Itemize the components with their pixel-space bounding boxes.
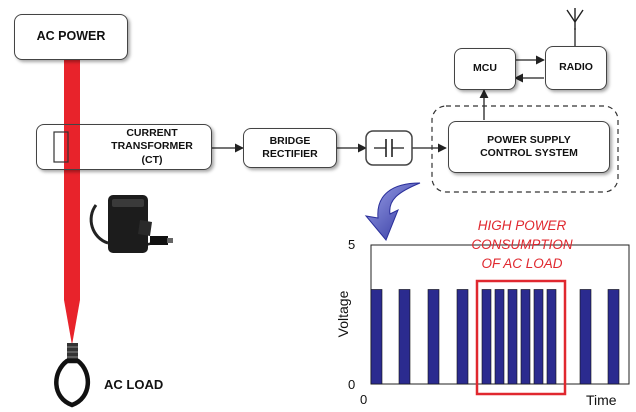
pulse-series: [370, 289, 620, 385]
mcu-block: MCU: [454, 48, 516, 90]
x-tick-0: 0: [360, 392, 368, 407]
radio-label: RADIO: [559, 61, 593, 74]
highlight-box: [475, 279, 567, 396]
ac-load-label: AC LOAD: [104, 377, 164, 392]
voltage-chart: [370, 244, 630, 396]
capacitor-symbol: [374, 139, 404, 157]
current-transformer-block: CURRENT TRANSFORMER (CT): [36, 124, 212, 170]
power-line: [64, 55, 80, 345]
annotation-line-3: OF AC LOAD: [481, 256, 563, 271]
voltage-pulse-11: [546, 289, 557, 385]
voltage-pulse-5: [607, 289, 620, 385]
y-tick-0: 0: [348, 377, 356, 392]
ct-core-slot: [53, 131, 69, 163]
annotation-line-1: HIGH POWER: [477, 218, 567, 233]
current-transformer-label: CURRENT TRANSFORMER (CT): [111, 127, 193, 166]
voltage-pulse-3: [456, 289, 469, 385]
radio-block: RADIO: [545, 46, 607, 90]
voltage-pulse-10: [533, 289, 544, 385]
mcu-label: MCU: [473, 62, 497, 75]
capacitor-box: [365, 130, 413, 166]
annotation-line-2: CONSUMPTION: [471, 237, 573, 252]
voltage-pulse-7: [494, 289, 505, 385]
power-supply-control-block: POWER SUPPLY CONTROL SYSTEM: [448, 121, 610, 173]
voltage-pulse-2: [427, 289, 440, 385]
lightbulb-icon: [54, 343, 91, 408]
bridge-rectifier-label: BRIDGE RECTIFIER: [262, 134, 318, 160]
voltage-pulse-9: [520, 289, 531, 385]
ac-power-label: AC POWER: [36, 29, 106, 44]
voltage-pulse-8: [507, 289, 518, 385]
voltage-pulse-0: [370, 289, 383, 385]
antenna-icon: [566, 8, 584, 30]
dashed-system-enclosure: [431, 105, 619, 193]
high-power-annotation: HIGH POWER CONSUMPTION OF AC LOAD: [452, 216, 592, 273]
x-axis-label: Time: [586, 392, 617, 408]
ac-power-block: AC POWER: [14, 14, 128, 60]
y-tick-5: 5: [348, 237, 356, 252]
voltage-pulse-4: [579, 289, 592, 385]
ct-clamp-photo: [89, 195, 173, 253]
voltage-pulse-6: [481, 289, 492, 385]
bridge-rectifier-block: BRIDGE RECTIFIER: [243, 128, 337, 168]
y-axis-label: Voltage: [335, 290, 351, 338]
power-supply-control-label: POWER SUPPLY CONTROL SYSTEM: [480, 133, 578, 159]
voltage-pulse-1: [398, 289, 411, 385]
curved-blue-arrow: [364, 182, 421, 241]
